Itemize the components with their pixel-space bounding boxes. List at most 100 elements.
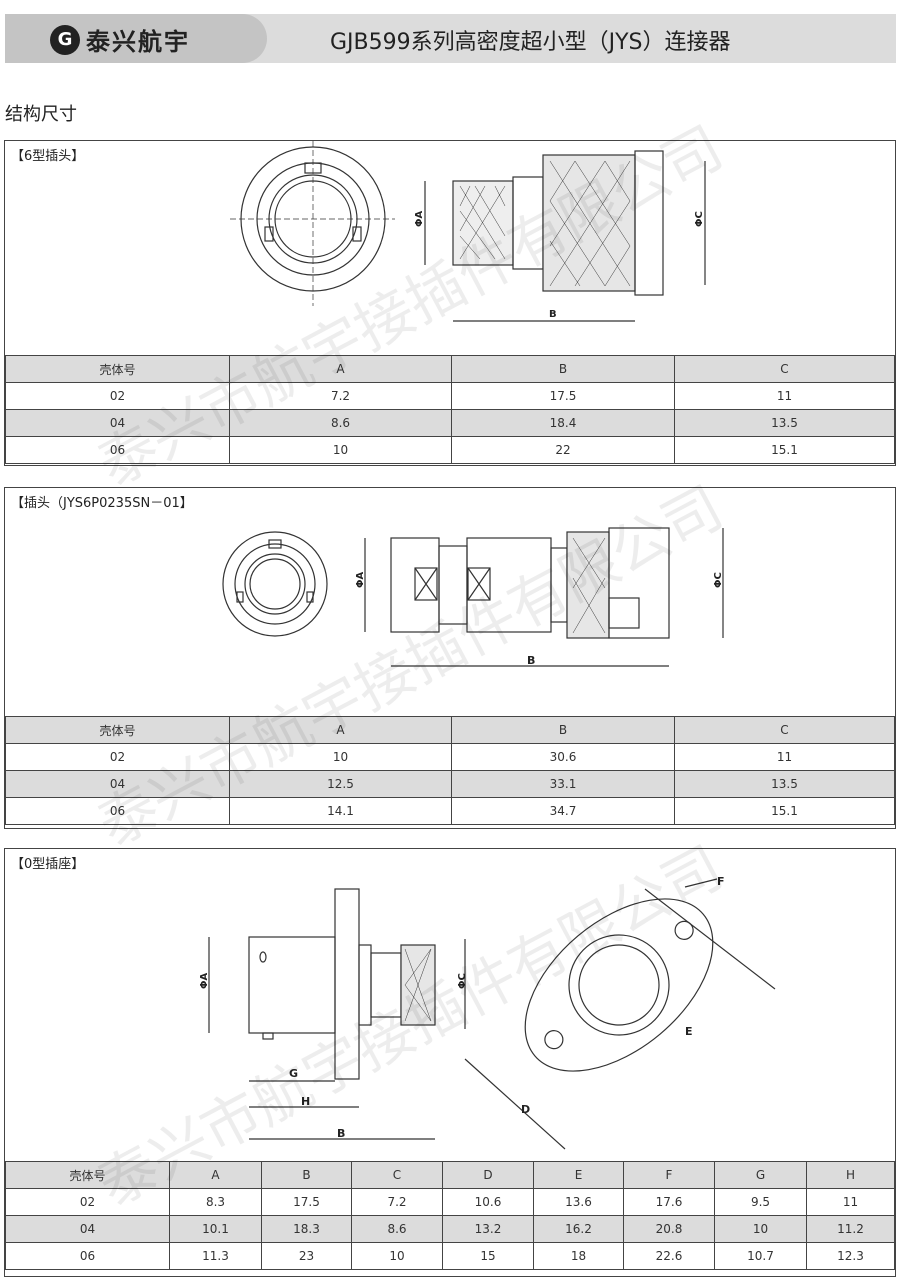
table-cell: 11 (806, 1188, 895, 1216)
table-cell: 13.5 (674, 409, 895, 437)
logo-mark-icon: G (50, 24, 80, 55)
table-cell: F (623, 1161, 715, 1189)
section-label: 【0型插座】 (11, 857, 85, 872)
table-cell: 7.2 (229, 382, 452, 410)
table-cell: 16.2 (533, 1215, 624, 1243)
table-cell: 17.5 (451, 382, 675, 410)
dim-c-label: ΦC (457, 973, 468, 989)
col-header: A (229, 355, 452, 383)
table-cell: 10 (229, 436, 452, 464)
table-cell: 20.8 (623, 1215, 715, 1243)
table-cell: 17.6 (623, 1188, 715, 1216)
page-header: G 泰兴航宇 GJB599系列高密度超小型（JYS）连接器 (5, 14, 896, 63)
table-cell: C (351, 1161, 443, 1189)
table-cell: 10.6 (442, 1188, 534, 1216)
table-cell: 06 (5, 436, 230, 464)
table-cell: 9.5 (714, 1188, 807, 1216)
table-cell: 15.1 (674, 797, 895, 825)
table-cell: H (806, 1161, 895, 1189)
table-cell: 15 (442, 1242, 534, 1270)
dim-d-label: D (521, 1103, 530, 1116)
table-cell: 11 (674, 382, 895, 410)
table-cell: 壳体号 (5, 716, 230, 744)
table-cell: 34.7 (451, 797, 675, 825)
table-cell: A (169, 1161, 262, 1189)
table-cell: 22 (451, 436, 675, 464)
table-cell: 10 (229, 743, 452, 771)
table-cell: 06 (5, 797, 230, 825)
section-label: 【插头（JYS6P0235SN－01】 (11, 496, 193, 511)
table-cell: 13.6 (533, 1188, 624, 1216)
table-cell: 14.1 (229, 797, 452, 825)
table-cell: 8.6 (229, 409, 452, 437)
table-cell: 10.7 (714, 1242, 807, 1270)
col-header: 壳体号 (5, 355, 230, 383)
table-cell: 22.6 (623, 1242, 715, 1270)
table-cell: G (714, 1161, 807, 1189)
table-cell: 11.2 (806, 1215, 895, 1243)
dim-h-label: H (301, 1095, 310, 1108)
table-cell: 04 (5, 409, 230, 437)
table-cell: E (533, 1161, 624, 1189)
dim-c-label: ΦC (713, 572, 724, 588)
receptacle-0-drawing: ΦA ΦC G H B D E F (199, 875, 776, 1150)
table-cell: A (229, 716, 452, 744)
table-cell: 18.3 (261, 1215, 352, 1243)
table-cell: 11.3 (169, 1242, 262, 1270)
table-cell: 02 (5, 382, 230, 410)
dim-c-label: ΦC (694, 211, 705, 227)
table-cell: 17.5 (261, 1188, 352, 1216)
dim-a-label: ΦA (414, 210, 425, 227)
table-cell: B (261, 1161, 352, 1189)
table-cell: 30.6 (451, 743, 675, 771)
table-cell: 7.2 (351, 1188, 443, 1216)
table-cell: 壳体号 (5, 1161, 170, 1189)
dim-b-label: B (549, 309, 557, 320)
table-cell: 10 (351, 1242, 443, 1270)
table-cell: 12.5 (229, 770, 452, 798)
dim-b-label: B (337, 1127, 345, 1140)
table-cell: 10.1 (169, 1215, 262, 1243)
logo-text: 泰兴航宇 (86, 28, 190, 56)
dim-b-label: B (527, 654, 535, 667)
dim-a-label: ΦA (355, 571, 366, 588)
table-cell: D (442, 1161, 534, 1189)
dim-e-label: E (685, 1025, 693, 1038)
table-cell: 04 (5, 1215, 170, 1243)
table-cell: B (451, 716, 675, 744)
table-cell: 18 (533, 1242, 624, 1270)
table-cell: 12.3 (806, 1242, 895, 1270)
table-cell: 13.2 (442, 1215, 534, 1243)
section-title: 结构尺寸 (5, 104, 77, 125)
table-cell: 04 (5, 770, 230, 798)
table-cell: 06 (5, 1242, 170, 1270)
table-cell: 15.1 (674, 436, 895, 464)
table-cell: 13.5 (674, 770, 895, 798)
table-cell: 02 (5, 1188, 170, 1216)
logo-area: G 泰兴航宇 (5, 14, 267, 63)
table-cell: 10 (714, 1215, 807, 1243)
page-title: GJB599系列高密度超小型（JYS）连接器 (330, 30, 731, 55)
logo: G 泰兴航宇 (50, 22, 190, 57)
table-cell: 8.6 (351, 1215, 443, 1243)
table-cell: 02 (5, 743, 230, 771)
table-cell: 33.1 (451, 770, 675, 798)
table-cell: 18.4 (451, 409, 675, 437)
plug-6-drawing: ΦA ΦC B (230, 141, 706, 322)
section-label: 【6型插头】 (11, 149, 85, 164)
table-cell: 11 (674, 743, 895, 771)
